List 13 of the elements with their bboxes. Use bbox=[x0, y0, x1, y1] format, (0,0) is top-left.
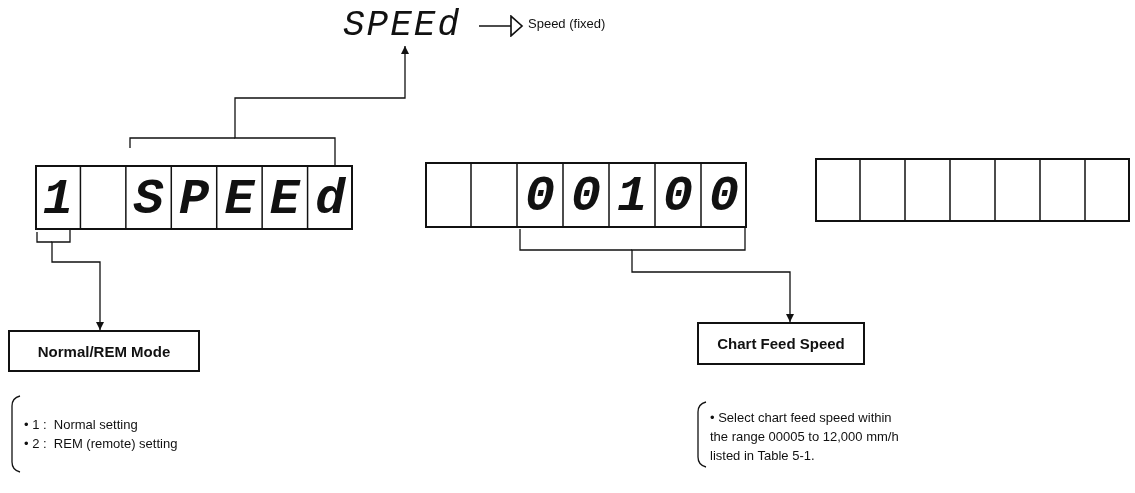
note-text: • 2 : REM (remote) setting bbox=[24, 435, 179, 453]
display-readout: SPEEd bbox=[343, 8, 462, 44]
arrow bbox=[234, 45, 409, 166]
note-text: • Select chart feed speed within the range 00005 to 12,000 mm/h listed in Table 5-1. bbox=[710, 409, 900, 465]
note-text: • 1 : Normal setting bbox=[24, 416, 139, 434]
display-panel bbox=[815, 158, 1130, 222]
label-box: Normal/REM Mode bbox=[8, 330, 200, 372]
arrow bbox=[631, 227, 794, 323]
arrow bbox=[51, 229, 104, 331]
arrow bbox=[478, 15, 523, 37]
mode-description: Speed (fixed) bbox=[528, 16, 606, 31]
display-digits: 1 bbox=[42, 174, 89, 225]
label-box: Chart Feed Speed bbox=[697, 322, 865, 365]
